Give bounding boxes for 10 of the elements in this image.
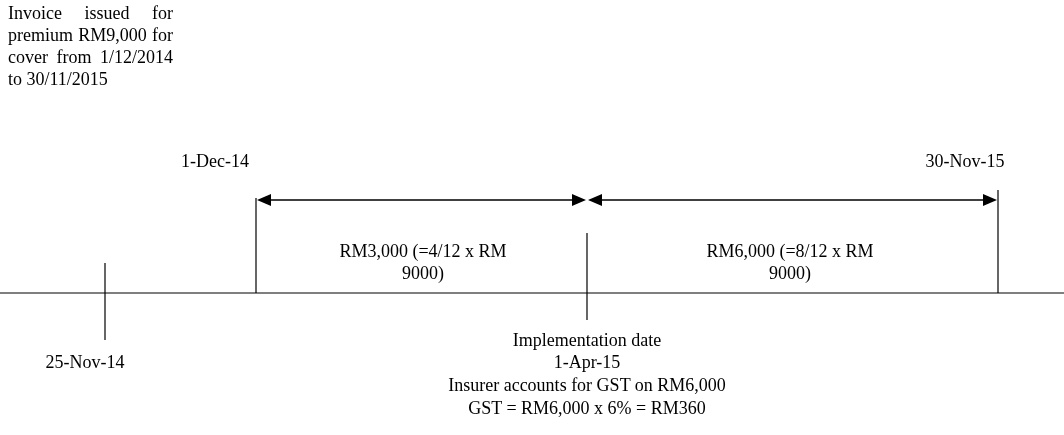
amount-label: RM3,000 (=4/12 x RM 9000) xyxy=(338,240,508,284)
formula-text: GST = RM6,000 x 6% = RM360 xyxy=(468,397,706,419)
date-label: 1-Apr-15 xyxy=(553,351,621,373)
date-label: 25-Nov-14 xyxy=(45,351,125,373)
amount-label: RM6,000 (=8/12 x RM 9000) xyxy=(705,240,875,284)
date-label: 30-Nov-15 xyxy=(925,150,1005,172)
note-text: Insurer accounts for GST on RM6,000 xyxy=(448,374,726,396)
date-label: 1-Dec-14 xyxy=(181,150,249,172)
date-caption: Implementation date xyxy=(512,329,662,351)
note-text: Invoice issued for premium RM9,000 for cover from 1/12/2014 to 30/11/2015 xyxy=(8,2,173,90)
